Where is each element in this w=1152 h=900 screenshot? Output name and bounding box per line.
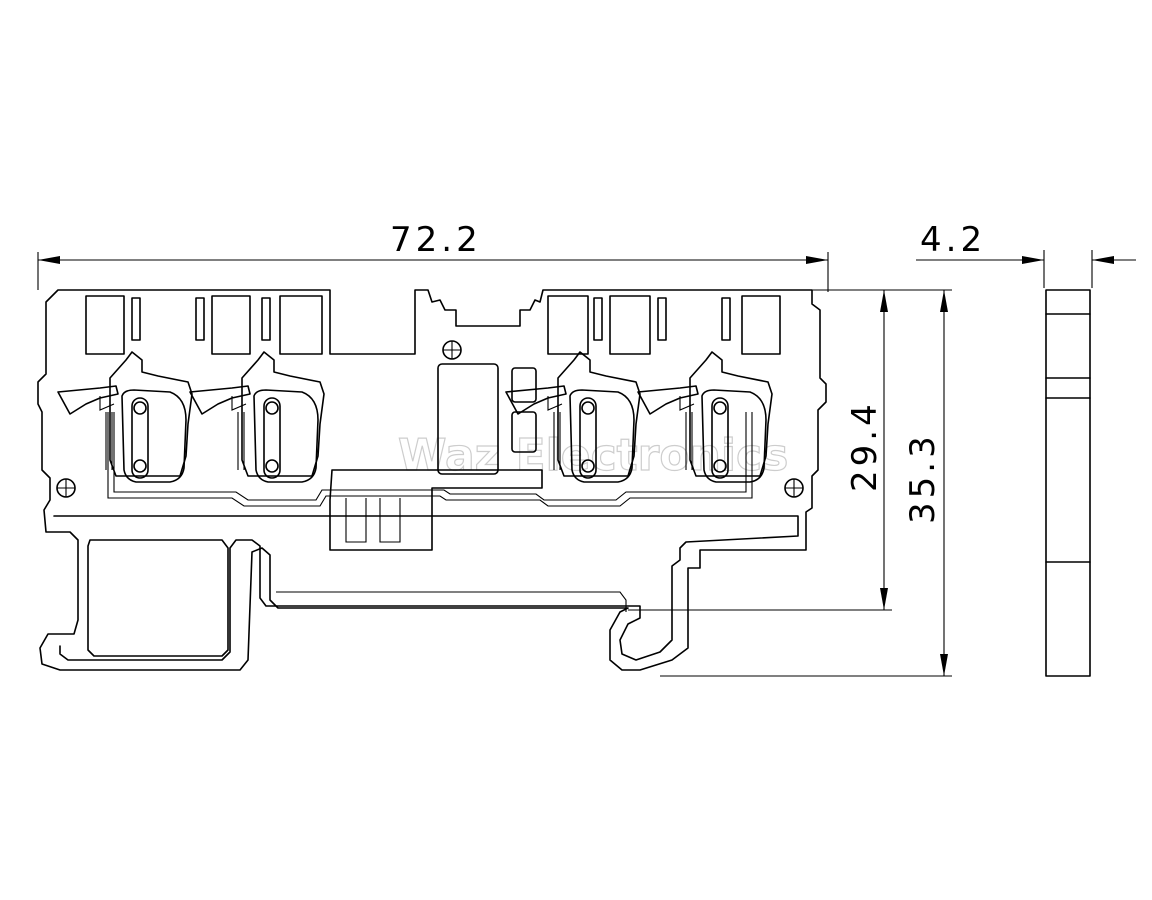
- dimension-side-thickness: 4.2: [916, 220, 1136, 288]
- clamp-slot-hole-bottom: [133, 459, 147, 473]
- slot-right-1: [547, 295, 589, 355]
- spring-clamps: [57, 351, 773, 483]
- spring-clamp-2: [189, 351, 325, 483]
- center-bridge-slot: [345, 498, 401, 543]
- center-marker-area: [329, 340, 543, 551]
- slot-left-3: [279, 295, 323, 355]
- total-height-arrow-top: [940, 290, 948, 312]
- clamp-wire-slot: [131, 397, 149, 479]
- height-to-rail-label: 29.4: [845, 400, 885, 492]
- clamp-slot-hole-top: [581, 401, 595, 415]
- bus-bar-outer: [107, 412, 753, 507]
- thickness-arrow-right: [1092, 256, 1114, 264]
- clamp-spring: [253, 389, 319, 483]
- side-thickness-label: 4.2: [920, 220, 986, 260]
- clamp-lever-line: [99, 396, 115, 411]
- clamp-lever: [57, 385, 119, 415]
- overall-height-label: 35.3: [903, 432, 943, 524]
- slot-left-bar-2: [195, 297, 205, 341]
- slot-right-bar-2: [657, 297, 667, 341]
- dimension-overall-width: 72.2: [37, 220, 829, 292]
- center-bridge: [329, 469, 543, 551]
- total-height-arrow-bottom: [940, 654, 948, 676]
- mounting-holes: [56, 478, 804, 498]
- bus-bar-inner: [113, 412, 747, 501]
- width-arrow-left: [38, 256, 60, 264]
- rail-height-arrow-bottom: [880, 588, 888, 610]
- spring-clamp-1: [57, 351, 193, 483]
- clamp-slot-hole-top: [265, 401, 279, 415]
- overall-width-label: 72.2: [390, 220, 482, 260]
- clamp-slot-hole-bottom: [581, 459, 595, 473]
- right-screw-cross: [785, 479, 803, 497]
- clamp-wire-slot: [579, 397, 597, 479]
- slot-left-bar-1: [131, 297, 141, 341]
- clamp-lever: [505, 385, 567, 415]
- clamp-lever-line: [547, 396, 563, 411]
- spring-clamp-4: [637, 351, 773, 483]
- clamp-lever: [637, 385, 699, 415]
- clamp-spring: [121, 389, 187, 483]
- top-slots: [85, 295, 781, 355]
- marker-window: [437, 363, 499, 475]
- thickness-arrow-left: [1022, 256, 1044, 264]
- clamp-side-wall: [553, 412, 561, 470]
- watermark-text: Waz Electronics: [398, 430, 788, 481]
- dimension-height-to-rail: 29.4: [628, 289, 892, 611]
- slot-left-1: [85, 295, 125, 355]
- clamp-lever-line: [231, 396, 247, 411]
- rail-height-arrow-top: [880, 290, 888, 312]
- clamp-slot-hole-bottom: [265, 459, 279, 473]
- clamp-lever-line: [679, 396, 695, 411]
- test-port-lower: [511, 411, 537, 453]
- clamp-side-wall: [685, 412, 693, 470]
- clamp-spring: [701, 389, 767, 483]
- bus-bar: [107, 412, 753, 507]
- dimension-overall-height: 35.3: [660, 289, 952, 677]
- left-screw-cross: [57, 479, 75, 497]
- slot-right-bar-3: [721, 297, 731, 341]
- slot-right-2: [609, 295, 651, 355]
- din-rail-window: [87, 539, 229, 657]
- center-screw-cross: [443, 341, 461, 359]
- terminal-block-front-view: [37, 289, 827, 671]
- clamp-side-wall: [237, 412, 245, 470]
- clamp-slot-hole-top: [713, 401, 727, 415]
- base-inner-outline: [53, 515, 799, 661]
- housing-outline: [37, 289, 827, 671]
- slot-right-bar-1: [593, 297, 603, 341]
- clamp-slot-hole-top: [133, 401, 147, 415]
- rail-clip-line: [276, 591, 627, 612]
- terminal-block-side-view: [1045, 289, 1091, 677]
- width-arrow-right: [806, 256, 828, 264]
- clamp-wire-slot: [711, 397, 729, 479]
- test-port-upper: [511, 367, 537, 403]
- slot-left-2: [211, 295, 251, 355]
- slot-right-3: [741, 295, 781, 355]
- slot-left-bar-3: [261, 297, 271, 341]
- side-view-outline: [1045, 289, 1091, 677]
- clamp-spring: [569, 389, 635, 483]
- clamp-lever: [189, 385, 251, 415]
- clamp-slot-hole-bottom: [713, 459, 727, 473]
- clamp-side-wall: [105, 412, 113, 470]
- clamp-wire-slot: [263, 397, 281, 479]
- spring-clamp-3: [505, 351, 641, 483]
